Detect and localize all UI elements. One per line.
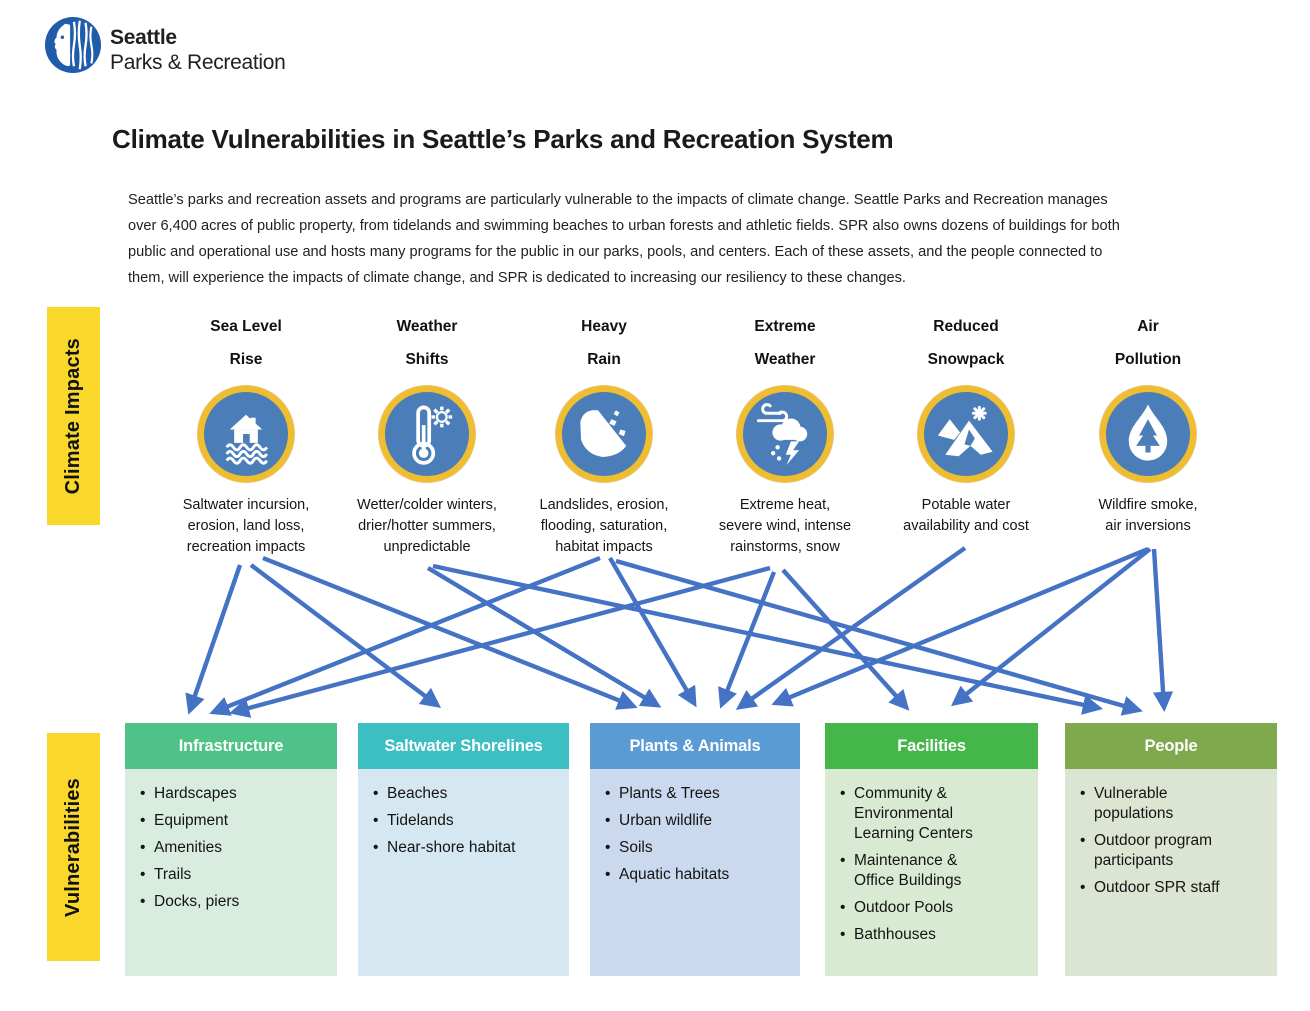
arrow-heavy-rain-to-plants-animals bbox=[608, 556, 697, 708]
brand-text: Seattle Parks & Recreation bbox=[110, 25, 286, 75]
arrow-sea-level-rise-to-saltwater-shorelines bbox=[249, 563, 442, 709]
list-item: Amenities bbox=[139, 838, 329, 858]
list-item: Docks, piers bbox=[139, 892, 329, 912]
arrow-air-pollution-to-people bbox=[1151, 548, 1174, 713]
flood-house-icon bbox=[198, 386, 294, 482]
vulnerabilities-label: Vulnerabilities bbox=[62, 777, 84, 917]
impact-description: Potable water availability and cost bbox=[903, 497, 1029, 534]
impact-air-pollution: Air Pollution Wildfire smoke, air invers… bbox=[1043, 310, 1253, 537]
landslide-icon bbox=[556, 386, 652, 482]
impact-description: Wildfire smoke, air inversions bbox=[1098, 497, 1198, 534]
arrow-air-pollution-to-plants-animals bbox=[771, 546, 1149, 707]
impact-weather-shifts: Weather Shifts Wetter/ bbox=[322, 310, 532, 558]
impact-description: Landslides, erosion, flooding, saturatio… bbox=[539, 497, 669, 555]
list-item: Hardscapes bbox=[139, 784, 329, 804]
list-item: Aquatic habitats bbox=[604, 865, 792, 885]
arrow-weather-shifts-to-plants-animals bbox=[426, 566, 662, 708]
impact-name: Reduced Snowpack bbox=[927, 318, 1005, 368]
vuln-box-facilities: Facilities Community & Environmental Lea… bbox=[825, 723, 1038, 976]
impact-name: Heavy Rain bbox=[581, 318, 627, 368]
thermometer-sun-icon bbox=[379, 386, 475, 482]
impact-description: Wetter/colder winters, drier/hotter summ… bbox=[357, 497, 497, 555]
brand-line1: Seattle bbox=[110, 26, 177, 49]
vuln-box-title: Plants & Animals bbox=[590, 723, 800, 769]
list-item: Urban wildlife bbox=[604, 811, 792, 831]
list-item: Soils bbox=[604, 838, 792, 858]
arrow-extreme-weather-to-plants-animals bbox=[718, 571, 777, 709]
impact-name: Weather Shifts bbox=[396, 318, 458, 368]
list-item: Tidelands bbox=[372, 811, 561, 831]
vuln-box-body: Community & Environmental Learning Cente… bbox=[825, 769, 1038, 976]
list-item: Equipment bbox=[139, 811, 329, 831]
impact-reduced-snowpack: Reduced Snowpack Potable water availabil… bbox=[861, 310, 1071, 537]
list-item: Community & Environmental Learning Cente… bbox=[839, 784, 1030, 844]
list-item: Outdoor program participants bbox=[1079, 831, 1269, 871]
arrow-extreme-weather-to-infrastructure bbox=[229, 565, 771, 718]
arrow-heavy-rain-to-people bbox=[615, 558, 1143, 716]
brand-line2: Parks & Recreation bbox=[110, 51, 286, 74]
arrow-heavy-rain-to-infrastructure bbox=[209, 555, 601, 716]
wind-storm-icon bbox=[737, 386, 833, 482]
vulnerabilities-sidebar: Vulnerabilities bbox=[47, 733, 100, 961]
vuln-box-title: Infrastructure bbox=[125, 723, 337, 769]
intro-paragraph: Seattle’s parks and recreation assets an… bbox=[128, 192, 1120, 286]
seattle-city-logo-icon bbox=[44, 16, 102, 74]
list-item: Beaches bbox=[372, 784, 561, 804]
list-item: Outdoor Pools bbox=[839, 898, 1030, 918]
vuln-box-infrastructure: Infrastructure Hardscapes Equipment Amen… bbox=[125, 723, 337, 976]
vuln-box-plants-animals: Plants & Animals Plants & Trees Urban wi… bbox=[590, 723, 800, 976]
impact-heavy-rain: Landslides, erosion, flooding, saturatio… bbox=[499, 310, 709, 558]
snowy-mountain-icon bbox=[918, 386, 1014, 482]
vuln-box-title: Facilities bbox=[825, 723, 1038, 769]
impact-name: Sea Level Rise bbox=[210, 318, 282, 368]
vuln-box-body: Plants & Trees Urban wildlife Soils Aqua… bbox=[590, 769, 800, 976]
list-item: Near-shore habitat bbox=[372, 838, 561, 858]
vuln-box-title: People bbox=[1065, 723, 1277, 769]
list-item: Outdoor SPR staff bbox=[1079, 878, 1269, 898]
wildfire-icon bbox=[1100, 386, 1196, 482]
arrow-weather-shifts-to-people bbox=[432, 563, 1103, 715]
list-item: Plants & Trees bbox=[604, 784, 792, 804]
arrow-extreme-weather-to-facilities bbox=[781, 568, 910, 711]
impact-name: Extreme Weather bbox=[754, 318, 816, 368]
vuln-box-body: Vulnerable populations Outdoor program p… bbox=[1065, 769, 1277, 976]
impact-name: Air Pollution bbox=[1114, 318, 1182, 368]
page-title: Climate Vulnerabilities in Seattle’s Par… bbox=[112, 124, 894, 154]
list-item: Trails bbox=[139, 865, 329, 885]
list-item: Maintenance & Office Buildings bbox=[839, 851, 1030, 891]
arrow-sea-level-rise-to-infrastructure bbox=[185, 564, 243, 715]
climate-impacts-label: Climate Impacts bbox=[62, 337, 84, 495]
impact-description: Extreme heat, severe wind, intense rains… bbox=[718, 497, 852, 555]
arrow-sea-level-rise-to-plants-animals bbox=[262, 555, 638, 710]
vuln-box-body: Beaches Tidelands Near-shore habitat bbox=[358, 769, 569, 976]
impact-extreme-weather: Extreme Weather Extreme heat, severe win… bbox=[680, 310, 890, 558]
vuln-box-title: Saltwater Shorelines bbox=[358, 723, 569, 769]
impact-description: Saltwater incursion, erosion, land loss,… bbox=[182, 497, 310, 555]
vuln-box-saltwater-shorelines: Saltwater Shorelines Beaches Tidelands N… bbox=[358, 723, 569, 976]
climate-impacts-sidebar: Climate Impacts bbox=[47, 307, 100, 525]
vuln-box-people: People Vulnerable populations Outdoor pr… bbox=[1065, 723, 1277, 976]
list-item: Bathhouses bbox=[839, 925, 1030, 945]
list-item: Vulnerable populations bbox=[1079, 784, 1269, 824]
arrow-reduced-snowpack-to-plants-animals bbox=[735, 546, 967, 710]
arrow-air-pollution-to-facilities bbox=[951, 547, 1152, 707]
impact-sea-level-rise: Sea Level Rise Saltwater incursion, eros… bbox=[141, 310, 351, 558]
vuln-box-body: Hardscapes Equipment Amenities Trails Do… bbox=[125, 769, 337, 976]
